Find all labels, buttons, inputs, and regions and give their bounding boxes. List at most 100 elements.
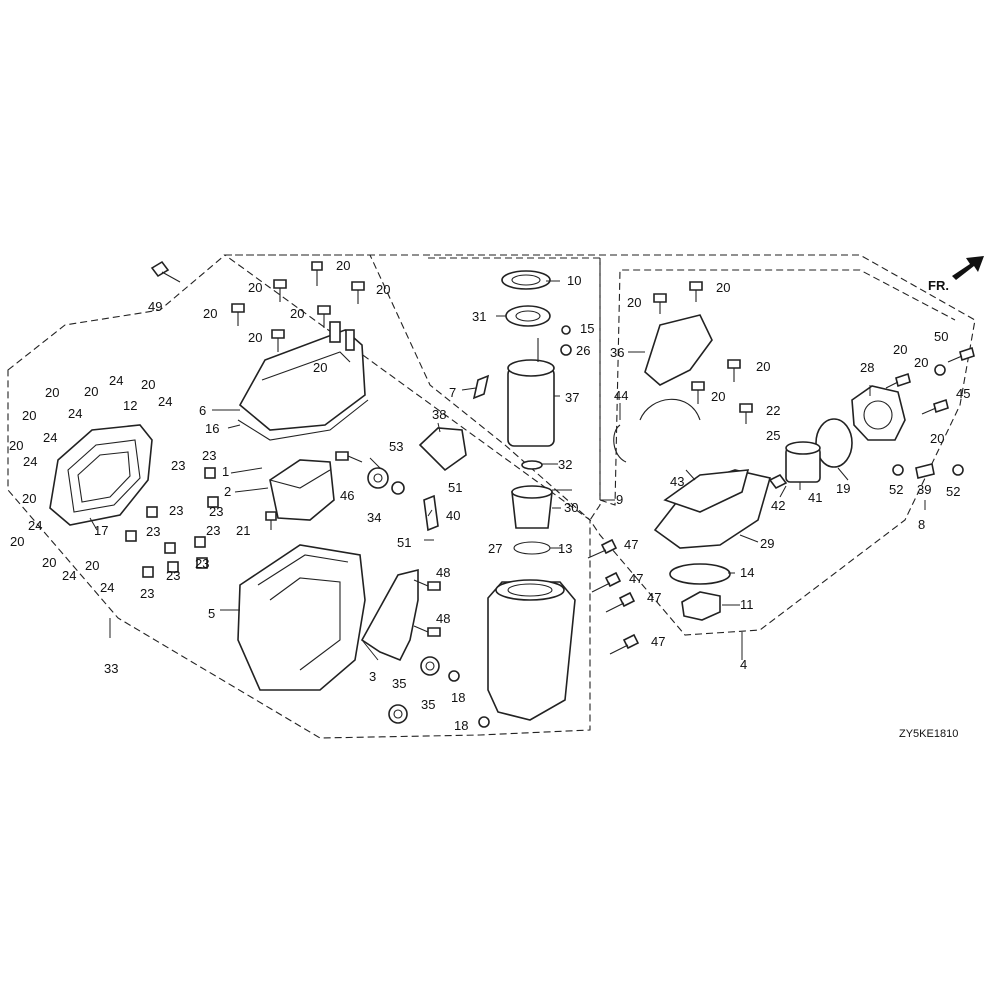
callout-20: 20 [756,359,770,374]
check-valve [681,591,721,621]
callout-labels: 1 2 3 4 5 6 7 8 9 10 11 12 13 14 15 16 1… [9,258,970,712]
callout-20: 20 [930,431,944,446]
callout-20: 20 [42,555,56,570]
mounting-bracket [360,568,419,662]
callout-2: 2 [224,484,231,499]
callout-24: 24 [43,430,57,445]
callout-24: 24 [23,454,37,469]
front-label: FR. [928,278,949,293]
callout-6: 6 [199,403,206,418]
callout-21: 21 [236,523,250,538]
callout-20: 20 [22,491,36,506]
callout-50: 50 [934,329,948,344]
callout-48: 48 [436,565,450,580]
callout-23: 23 [206,523,220,538]
callout-53: 53 [389,439,403,454]
callout-40: 40 [446,508,460,523]
callout-23: 23 [202,448,216,463]
callout-20: 20 [290,306,304,321]
callout-42: 42 [771,498,785,513]
callout-28: 28 [860,360,874,375]
callout-47: 47 [629,571,643,586]
fuel-pump-housing [487,579,576,721]
callout-36: 36 [610,345,624,360]
outline-outer-group [223,254,976,636]
callout-23: 23 [209,504,223,519]
callout-20: 20 [336,258,350,273]
callout-18a: 18 [451,690,465,705]
callout-24: 24 [28,518,42,533]
separator-upper-cover [237,321,369,441]
callout-11: 11 [740,597,754,612]
fuel-strainer [785,441,821,483]
callout-32: 32 [558,457,572,472]
callout-20: 20 [248,330,262,345]
callout-16: 16 [205,421,219,436]
callout-13: 13 [558,541,572,556]
callout-29: 29 [760,536,774,551]
callout-44: 44 [614,388,628,403]
callout-51: 51 [448,480,462,495]
callout-43: 43 [670,474,684,489]
o-ring-large [815,418,853,468]
callout-24: 24 [100,580,114,595]
callout-20: 20 [248,280,262,295]
callout-1: 1 [222,464,229,479]
callout-24: 24 [109,373,123,388]
callout-27: 27 [488,541,502,556]
callout-51: 51 [397,535,411,550]
callout-24: 24 [68,406,82,421]
filter-case [653,469,772,549]
callout-10: 10 [567,273,581,288]
callout-20: 20 [22,408,36,423]
callout-20: 20 [893,342,907,357]
callout-20: 20 [203,306,217,321]
callout-31: 31 [472,309,486,324]
callout-23: 23 [140,586,154,601]
hose-bracket [418,427,467,472]
strainer-housing [851,385,906,441]
callout-19: 19 [836,481,850,496]
callout-17: 17 [94,523,108,538]
callout-22: 22 [766,403,780,418]
callout-20: 20 [313,360,327,375]
callout-45: 45 [956,386,970,401]
callout-39: 39 [917,482,931,497]
connector-bracket [644,314,713,386]
callout-48: 48 [436,611,450,626]
callout-46: 46 [340,488,354,503]
callout-23: 23 [171,458,185,473]
nut-icons [367,325,964,728]
hose-and-connectors [423,374,935,532]
callout-33: 33 [104,661,118,676]
pressure-regulator [269,459,335,521]
drawing-code: ZY5KE1810 [899,728,958,740]
callout-35: 35 [421,697,435,712]
callout-20: 20 [85,558,99,573]
callout-8: 8 [918,517,925,532]
o-ring-filter-case [669,563,731,585]
outline-left-group [7,254,591,739]
callout-14: 14 [740,565,754,580]
callout-37: 37 [565,390,579,405]
front-arrow-icon [952,256,984,280]
callout-47: 47 [624,537,638,552]
fuel-pump-assembly [501,270,555,555]
callout-23: 23 [146,524,160,539]
callout-3: 3 [369,669,376,684]
callout-24: 24 [62,568,76,583]
callout-12: 12 [123,398,137,413]
vapor-separator-cover [49,424,153,526]
collar-icons [125,467,219,578]
callout-20: 20 [914,355,928,370]
callout-20: 20 [627,295,641,310]
leader-lines [89,280,926,661]
callout-20: 20 [10,534,24,549]
callout-25: 25 [766,428,780,443]
callout-20: 20 [9,438,23,453]
float-chamber-body [237,544,366,691]
callout-23: 23 [166,568,180,583]
callout-7: 7 [449,385,456,400]
callout-34: 34 [367,510,381,525]
